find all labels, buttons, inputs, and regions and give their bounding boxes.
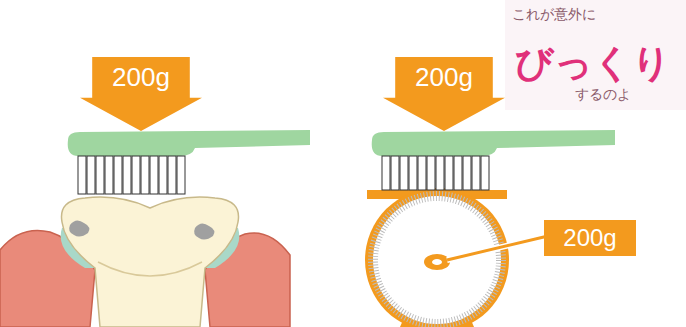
weight-value: 200g (80, 57, 202, 98)
toothbrush (68, 130, 310, 194)
note-text: これが意外に (512, 6, 596, 24)
weight-arrow: 200g (80, 57, 202, 131)
weight-arrow: 200g (383, 57, 505, 131)
kitchen-scale (365, 188, 509, 327)
leader-line (447, 236, 548, 260)
toothbrush (372, 130, 615, 190)
note-background (505, 0, 686, 110)
leader-line (447, 236, 548, 260)
reading-callout: 200g (544, 220, 636, 256)
weight-value: 200g (383, 57, 505, 98)
weight-value: 200g (544, 220, 636, 256)
tooth-line (98, 262, 202, 276)
note-text: するのよ (575, 86, 631, 104)
plaque (194, 223, 214, 239)
tooth (61, 197, 238, 327)
plaque (69, 220, 89, 236)
note-emphasis: びっくり (515, 38, 671, 89)
